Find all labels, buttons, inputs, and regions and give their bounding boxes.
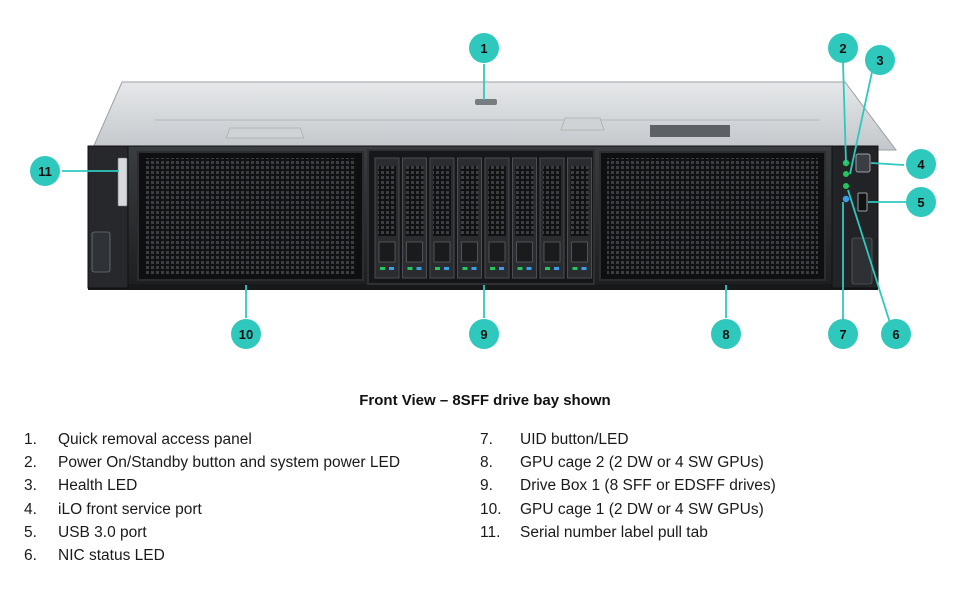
legend-item: 1. Quick removal access panel (24, 428, 400, 451)
uid-button-led[interactable] (842, 195, 850, 203)
access-panel-latch (475, 99, 497, 105)
callout-4: 4 (906, 149, 936, 179)
left-ear-label (91, 231, 111, 273)
legend-item: 9. Drive Box 1 (8 SFF or EDSFF drives) (480, 474, 776, 497)
svg-text:7: 7 (839, 327, 846, 342)
nic-status-led (843, 183, 849, 189)
access-panel (91, 81, 897, 151)
svg-text:2: 2 (839, 41, 846, 56)
model-label (851, 237, 873, 285)
legend-item: 8. GPU cage 2 (2 DW or 4 SW GPUs) (480, 451, 776, 474)
legend-text: GPU cage 1 (2 DW or 4 SW GPUs) (520, 500, 764, 518)
legend-text: UID button/LED (520, 431, 629, 448)
drive-bay[interactable] (457, 157, 482, 279)
legend-number: 9. (480, 477, 493, 495)
legend-item: 11. Serial number label pull tab (480, 521, 776, 544)
legend-item: 7. UID button/LED (480, 428, 776, 451)
drive-bay[interactable] (429, 157, 455, 279)
callout-10: 10 (231, 319, 261, 349)
callout-11: 11 (30, 156, 60, 186)
callout-2: 2 (828, 33, 858, 63)
legend-number: 3. (24, 477, 37, 495)
legend-text: Health LED (58, 477, 138, 495)
drive-bay[interactable] (402, 157, 427, 279)
callout-9: 9 (469, 319, 499, 349)
legend-item: 10. GPU cage 1 (2 DW or 4 SW GPUs) (480, 498, 776, 521)
legend-item: 6. NIC status LED (24, 544, 400, 567)
legend-text: Drive Box 1 (8 SFF or EDSFF drives) (520, 477, 776, 495)
callout-8: 8 (711, 319, 741, 349)
legend-text: Quick removal access panel (58, 431, 252, 448)
drive-bay[interactable] (512, 157, 537, 279)
drive-bay[interactable] (484, 157, 510, 279)
svg-text:1: 1 (480, 41, 487, 56)
legend-item: 3. Health LED (24, 474, 400, 497)
svg-text:6: 6 (892, 327, 899, 342)
drive-bay[interactable] (539, 157, 565, 279)
callout-3: 3 (865, 45, 895, 75)
legend-number: 5. (24, 523, 37, 541)
svg-text:9: 9 (480, 327, 487, 342)
legend-text: Power On/Standby button and system power… (58, 454, 401, 472)
legend-number: 7. (480, 431, 493, 448)
legend-right: 7. UID button/LED 8. GPU cage 2 (2 DW or 4… (480, 428, 776, 544)
legend-number: 6. (24, 546, 37, 564)
legend-left: 1. Quick removal access panel 2. Power On/… (24, 428, 400, 567)
legend-number: 4. (24, 500, 37, 518)
callout-6: 6 (881, 319, 911, 349)
figure-caption: Front View – 8SFF drive bay shown (359, 392, 611, 409)
ilo-service-port[interactable] (855, 153, 871, 173)
legend-number: 8. (480, 454, 493, 472)
legend-item: 2. Power On/Standby button and system pow… (24, 451, 400, 474)
svg-text:3: 3 (876, 53, 883, 68)
legend-number: 2. (24, 454, 37, 472)
callout-1: 1 (469, 33, 499, 63)
usb-port[interactable] (857, 192, 868, 212)
svg-text:5: 5 (917, 195, 924, 210)
health-led (843, 171, 849, 177)
legend-number: 10. (480, 500, 502, 518)
svg-text:10: 10 (239, 327, 253, 342)
legend-text: iLO front service port (58, 500, 202, 518)
legend-text: Serial number label pull tab (520, 523, 708, 541)
callout-5: 5 (906, 187, 936, 217)
legend-item: 5. USB 3.0 port (24, 521, 400, 544)
leader-lines (62, 61, 906, 324)
serial-number-tab[interactable] (117, 157, 128, 207)
server-front-view-diagram: 1 2 3 4 5 6 7 8 9 10 11 (30, 33, 936, 349)
svg-text:11: 11 (38, 164, 52, 179)
drive-bay[interactable] (374, 157, 400, 279)
legend-text: USB 3.0 port (58, 523, 147, 541)
legend-number: 1. (24, 431, 37, 448)
legend-text: GPU cage 2 (2 DW or 4 SW GPUs) (520, 454, 764, 472)
drive-bay[interactable] (567, 157, 592, 279)
legend-number: 11. (480, 523, 501, 541)
legend-text: NIC status LED (58, 546, 165, 564)
svg-text:4: 4 (917, 157, 925, 172)
callout-7: 7 (828, 319, 858, 349)
svg-text:8: 8 (722, 327, 729, 342)
legend-item: 4. iLO front service port (24, 498, 400, 521)
top-label (650, 125, 730, 137)
